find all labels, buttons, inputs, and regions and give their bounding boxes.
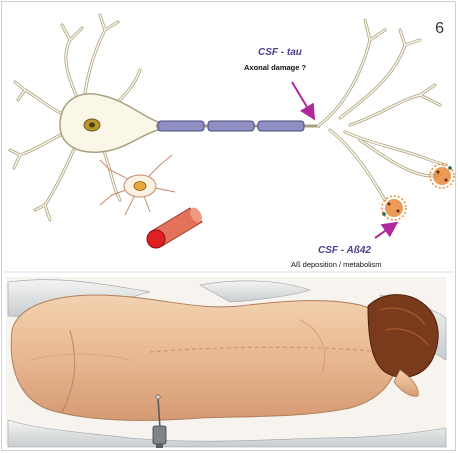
patient-hair xyxy=(368,295,438,378)
patient-body xyxy=(11,295,398,420)
